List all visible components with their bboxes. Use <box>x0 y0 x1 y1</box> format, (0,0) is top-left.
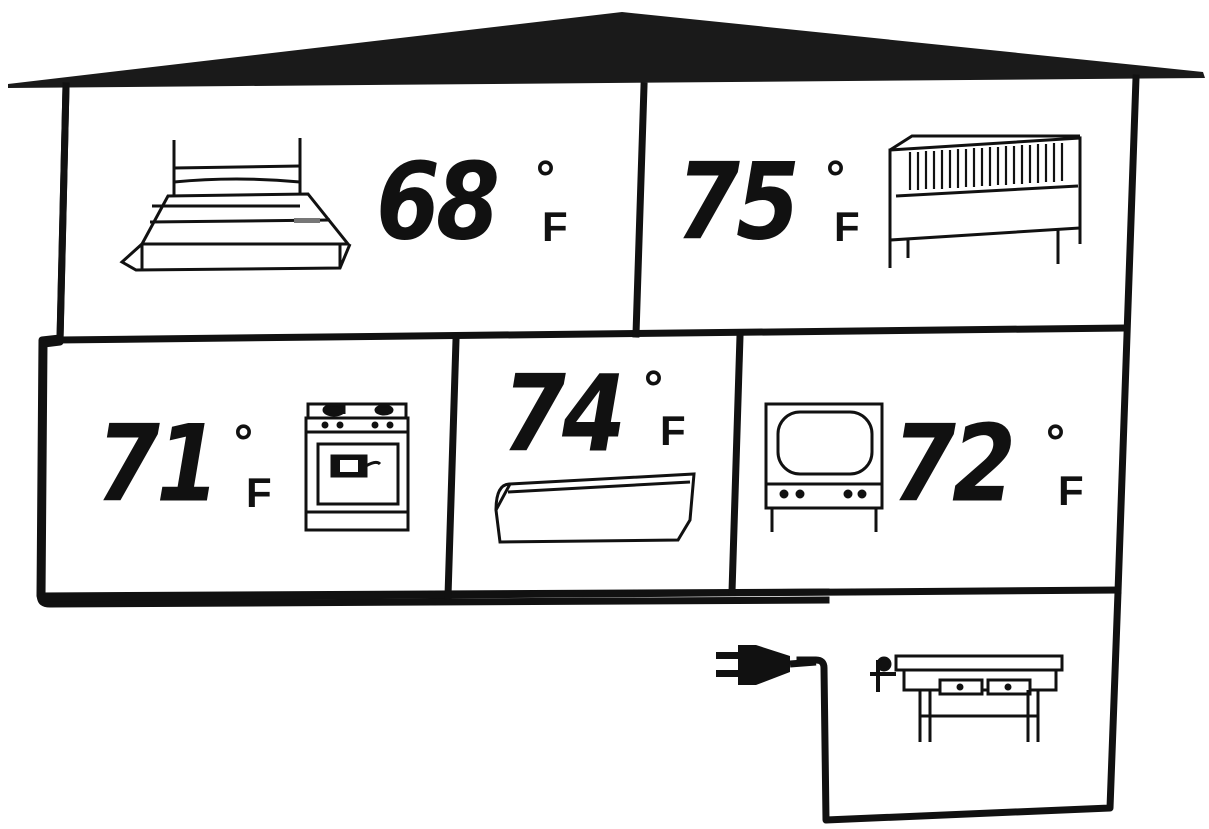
temperature-value: 74 <box>502 362 622 468</box>
crib-icon <box>890 136 1080 268</box>
lower-room-divider-1 <box>448 340 456 596</box>
upper-floor-divider <box>60 328 1122 340</box>
degree-symbol: ° <box>534 156 557 202</box>
temperature-value: 71 <box>96 412 216 518</box>
stove-icon <box>306 404 408 530</box>
degree-symbol: ° <box>1044 420 1067 466</box>
temperature-value: 75 <box>676 150 796 256</box>
unit-label: F <box>542 206 568 248</box>
lower-floor-divider <box>42 590 1118 598</box>
unit-label: F <box>834 206 860 248</box>
lower-room-divider-2 <box>732 336 740 592</box>
electric-plug-icon <box>716 645 816 685</box>
roof <box>8 12 1205 88</box>
degree-symbol: ° <box>232 420 255 466</box>
temperature-value: 68 <box>376 150 496 256</box>
upper-room-divider <box>636 86 644 334</box>
unit-label: F <box>246 472 272 514</box>
television-icon <box>766 404 882 532</box>
unit-label: F <box>660 410 686 452</box>
degree-symbol: ° <box>642 366 665 412</box>
unit-label: F <box>1058 470 1084 512</box>
bed-icon <box>122 138 350 270</box>
temperature-value: 72 <box>892 412 1012 518</box>
degree-symbol: ° <box>824 156 847 202</box>
bathtub-icon <box>496 474 694 542</box>
workbench-icon <box>870 656 1062 742</box>
